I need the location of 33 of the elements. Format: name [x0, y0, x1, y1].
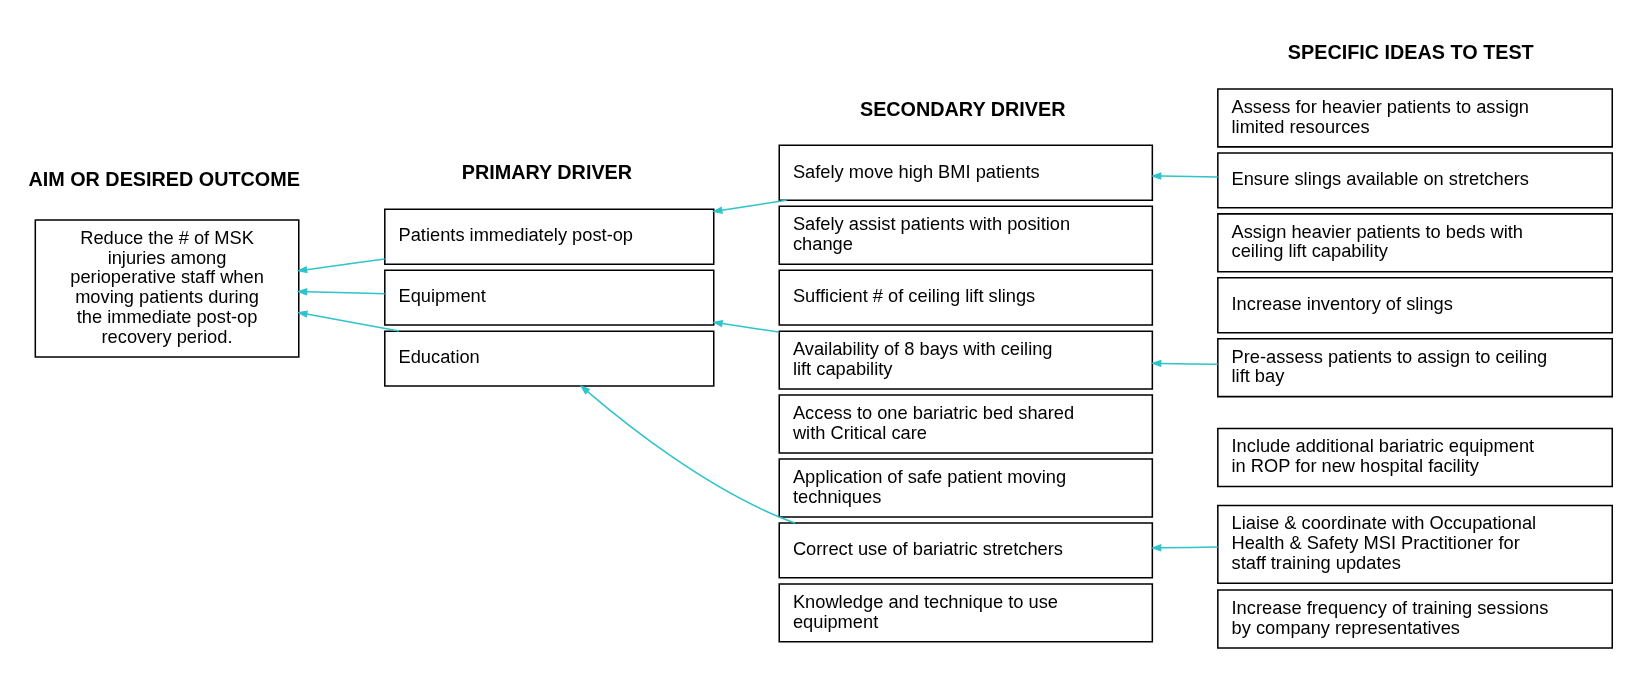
label: SECONDARY DRIVER	[859, 97, 1066, 120]
arrow	[1150, 171, 1219, 180]
node-box: Knowledge and technique to use equipment	[778, 582, 1154, 643]
node-box: Equipment	[384, 268, 715, 326]
node-box: Liaise & coordinate with Occupational Health & Safety MSI Practitioner for staff training updates	[1217, 504, 1613, 584]
label: AIM OR DESIRED OUTCOME	[28, 167, 300, 190]
arrow	[1150, 359, 1219, 367]
node-box: Include additional bariatric equipment in ROP for new hospital facility	[1217, 427, 1613, 487]
node-box: Patients immediately post-op	[384, 208, 715, 265]
node-box: Correct use of bariatric stretchers	[778, 521, 1154, 579]
arrow	[712, 319, 780, 333]
label: SPECIFIC IDEAS TO TEST	[1287, 40, 1534, 63]
node-box: Sufficient # of ceiling lift slings	[778, 268, 1154, 326]
arrow	[711, 199, 788, 214]
arrow	[579, 384, 796, 524]
node-box: Assign heavier patients to beds with ceiling lift capability	[1217, 212, 1613, 272]
label: PRIMARY DRIVER	[461, 160, 633, 183]
node-box: Access to one bariatric bed shared with Critical care	[778, 393, 1154, 454]
arrow	[296, 257, 386, 273]
node-box: Pre-assess patients to assign to ceiling lift bay	[1217, 337, 1613, 397]
node-box: Increase inventory of slings	[1217, 276, 1613, 333]
arrow	[296, 309, 400, 332]
node-box: Assess for heavier patients to assign limited resources	[1217, 87, 1613, 148]
node-box: Education	[384, 329, 715, 387]
node-box: Safely assist patients with position change	[778, 205, 1154, 265]
node-box: Ensure slings available on stretchers	[1217, 151, 1613, 209]
node-box: Safely move high BMI patients	[778, 144, 1154, 201]
node-box: Increase frequency of training sessions by company representatives	[1217, 588, 1613, 649]
node-box: Application of safe patient moving techniques	[778, 457, 1154, 518]
node-box: Availability of 8 bays with ceiling lift capability	[778, 329, 1154, 390]
arrow	[1150, 543, 1219, 552]
arrow	[296, 287, 386, 296]
node-box: Reduce the # of MSK injuries among perioperative staff when moving patients during the immediate post-op recovery period.	[34, 218, 300, 358]
